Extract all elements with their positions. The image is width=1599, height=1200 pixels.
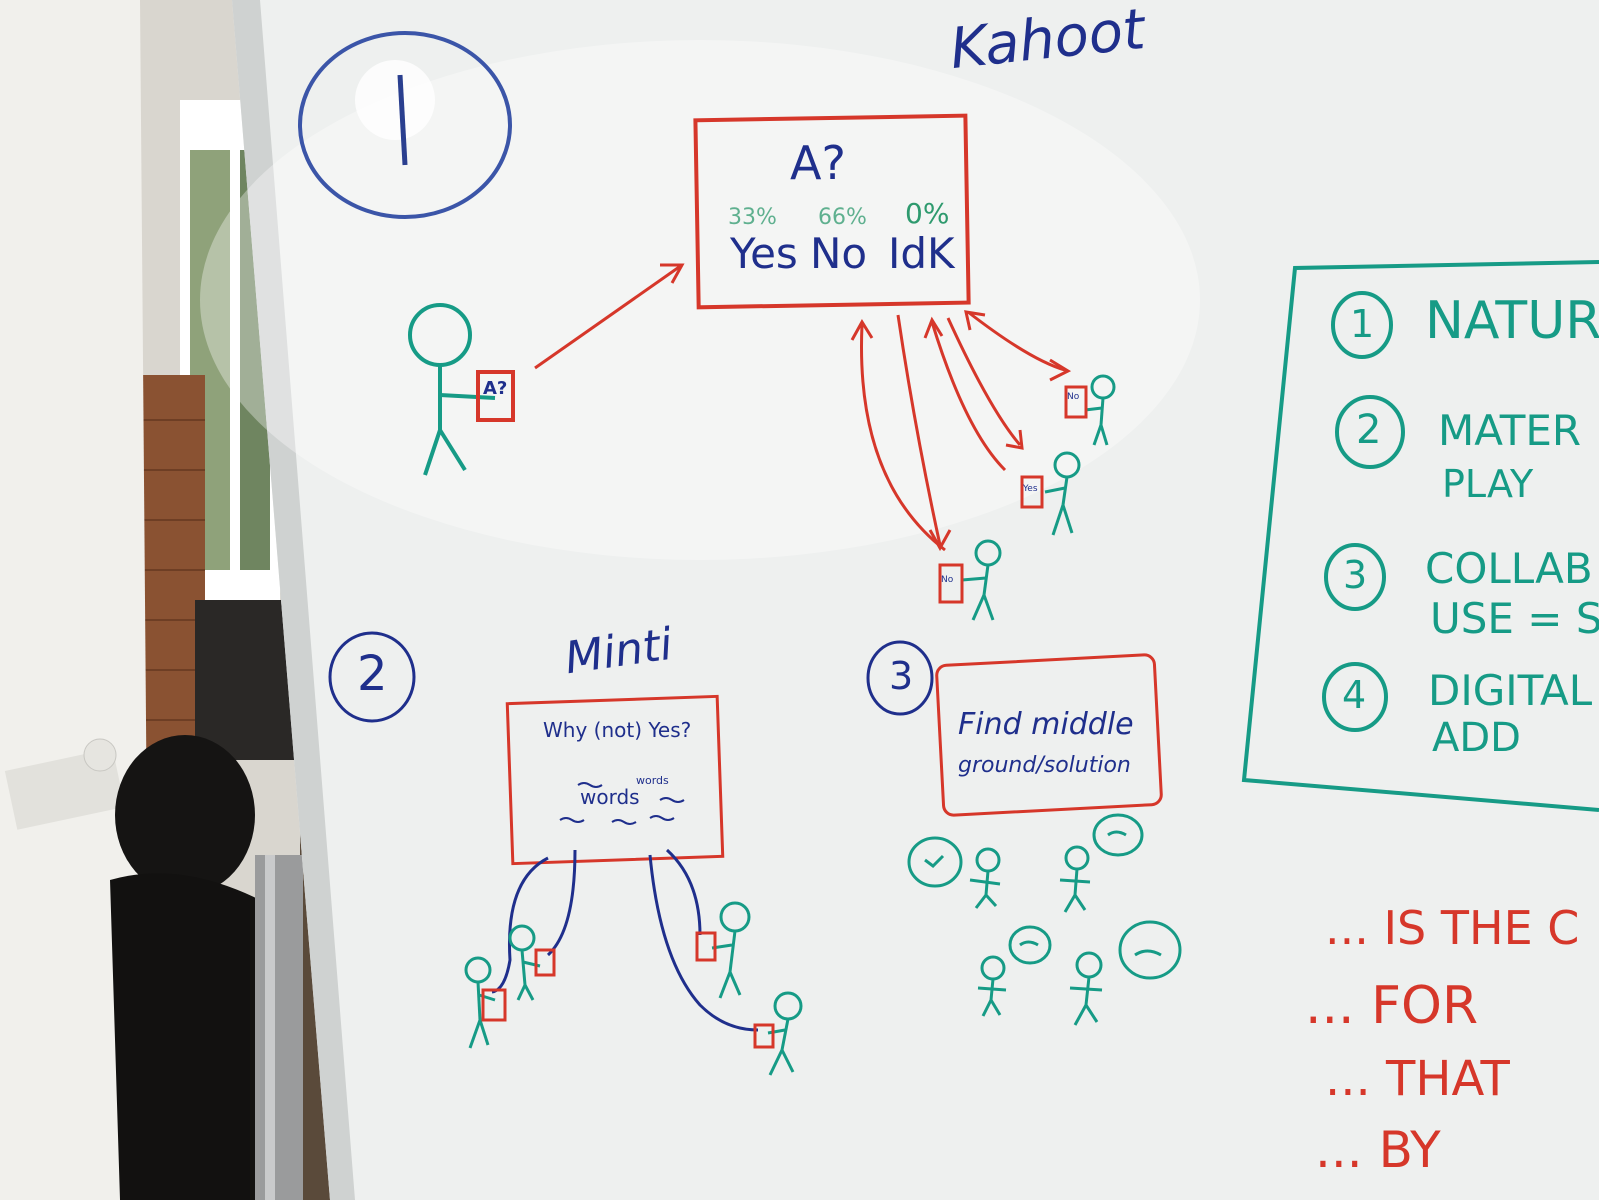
circle-number-3 (866, 640, 934, 716)
red-note-4: ... BY (1315, 1121, 1441, 1179)
list-num-3: 3 (1343, 553, 1368, 597)
answer-idk: IdK (888, 229, 955, 278)
reply-label-1: No (1067, 392, 1080, 402)
list-item-2-line2: PLAY (1442, 462, 1534, 506)
list-circle-2 (1335, 395, 1405, 469)
reply-label-3: No (941, 575, 954, 585)
list-item-4-line2: ADD (1432, 715, 1521, 761)
list-num-1: 1 (1350, 302, 1375, 346)
discussion-figures (907, 813, 1182, 1026)
answer-no: No (810, 229, 868, 278)
circle-number-1 (298, 31, 512, 219)
list-item-3-line2: USE = S (1430, 594, 1599, 643)
list-circle-4 (1322, 662, 1388, 732)
list-item-4-line1: DIGITAL (1428, 666, 1593, 715)
section3-line2: ground/solution (958, 753, 1131, 778)
person-body (110, 873, 280, 1200)
presenter-phone (476, 370, 515, 422)
red-note-2: ... FOR (1305, 976, 1479, 1036)
audience-figures-1 (961, 374, 1116, 621)
section3-line1: Find middle (958, 707, 1134, 742)
menti-words-small: words (636, 774, 669, 787)
reply-label-2: Yes (1023, 484, 1038, 494)
person-head (115, 735, 255, 895)
arrow-to-screen (534, 263, 683, 370)
answer-yes: Yes (730, 229, 798, 278)
number-2-label: 2 (357, 646, 388, 702)
menti-question: Why (not) Yes? (543, 718, 692, 742)
percentage-yes: 33% (728, 205, 777, 230)
list-item-1-line1: NATUR (1425, 291, 1599, 351)
percentage-no: 66% (818, 205, 867, 230)
audience-phones-1 (938, 385, 1088, 604)
menti-screen (505, 694, 725, 866)
kahoot-screen (693, 113, 971, 310)
red-note-3: ... THAT (1325, 1051, 1510, 1107)
reply-arrows (850, 310, 1072, 552)
audience-phones-2 (481, 931, 775, 1049)
red-note-1: ... IS THE C (1325, 901, 1580, 955)
list-box (1241, 260, 1599, 812)
list-circle-3 (1324, 543, 1386, 611)
percentage-idk: 0% (905, 197, 950, 230)
whiteboard (232, 0, 1599, 1200)
list-item-2-line1: MATER (1438, 406, 1582, 455)
list-item-3-line1: COLLAB (1425, 544, 1593, 593)
metal-handle (255, 855, 303, 1200)
list-circle-1 (1331, 291, 1393, 359)
list-num-2: 2 (1356, 407, 1382, 453)
list-num-4: 4 (1342, 673, 1367, 717)
kahoot-question: A? (790, 136, 846, 190)
section3-screen (935, 653, 1163, 817)
number-3-label: 3 (889, 654, 914, 698)
menti-words: words (580, 785, 640, 809)
circle-number-2 (328, 631, 416, 723)
presenter-phone-label: A? (483, 378, 508, 399)
